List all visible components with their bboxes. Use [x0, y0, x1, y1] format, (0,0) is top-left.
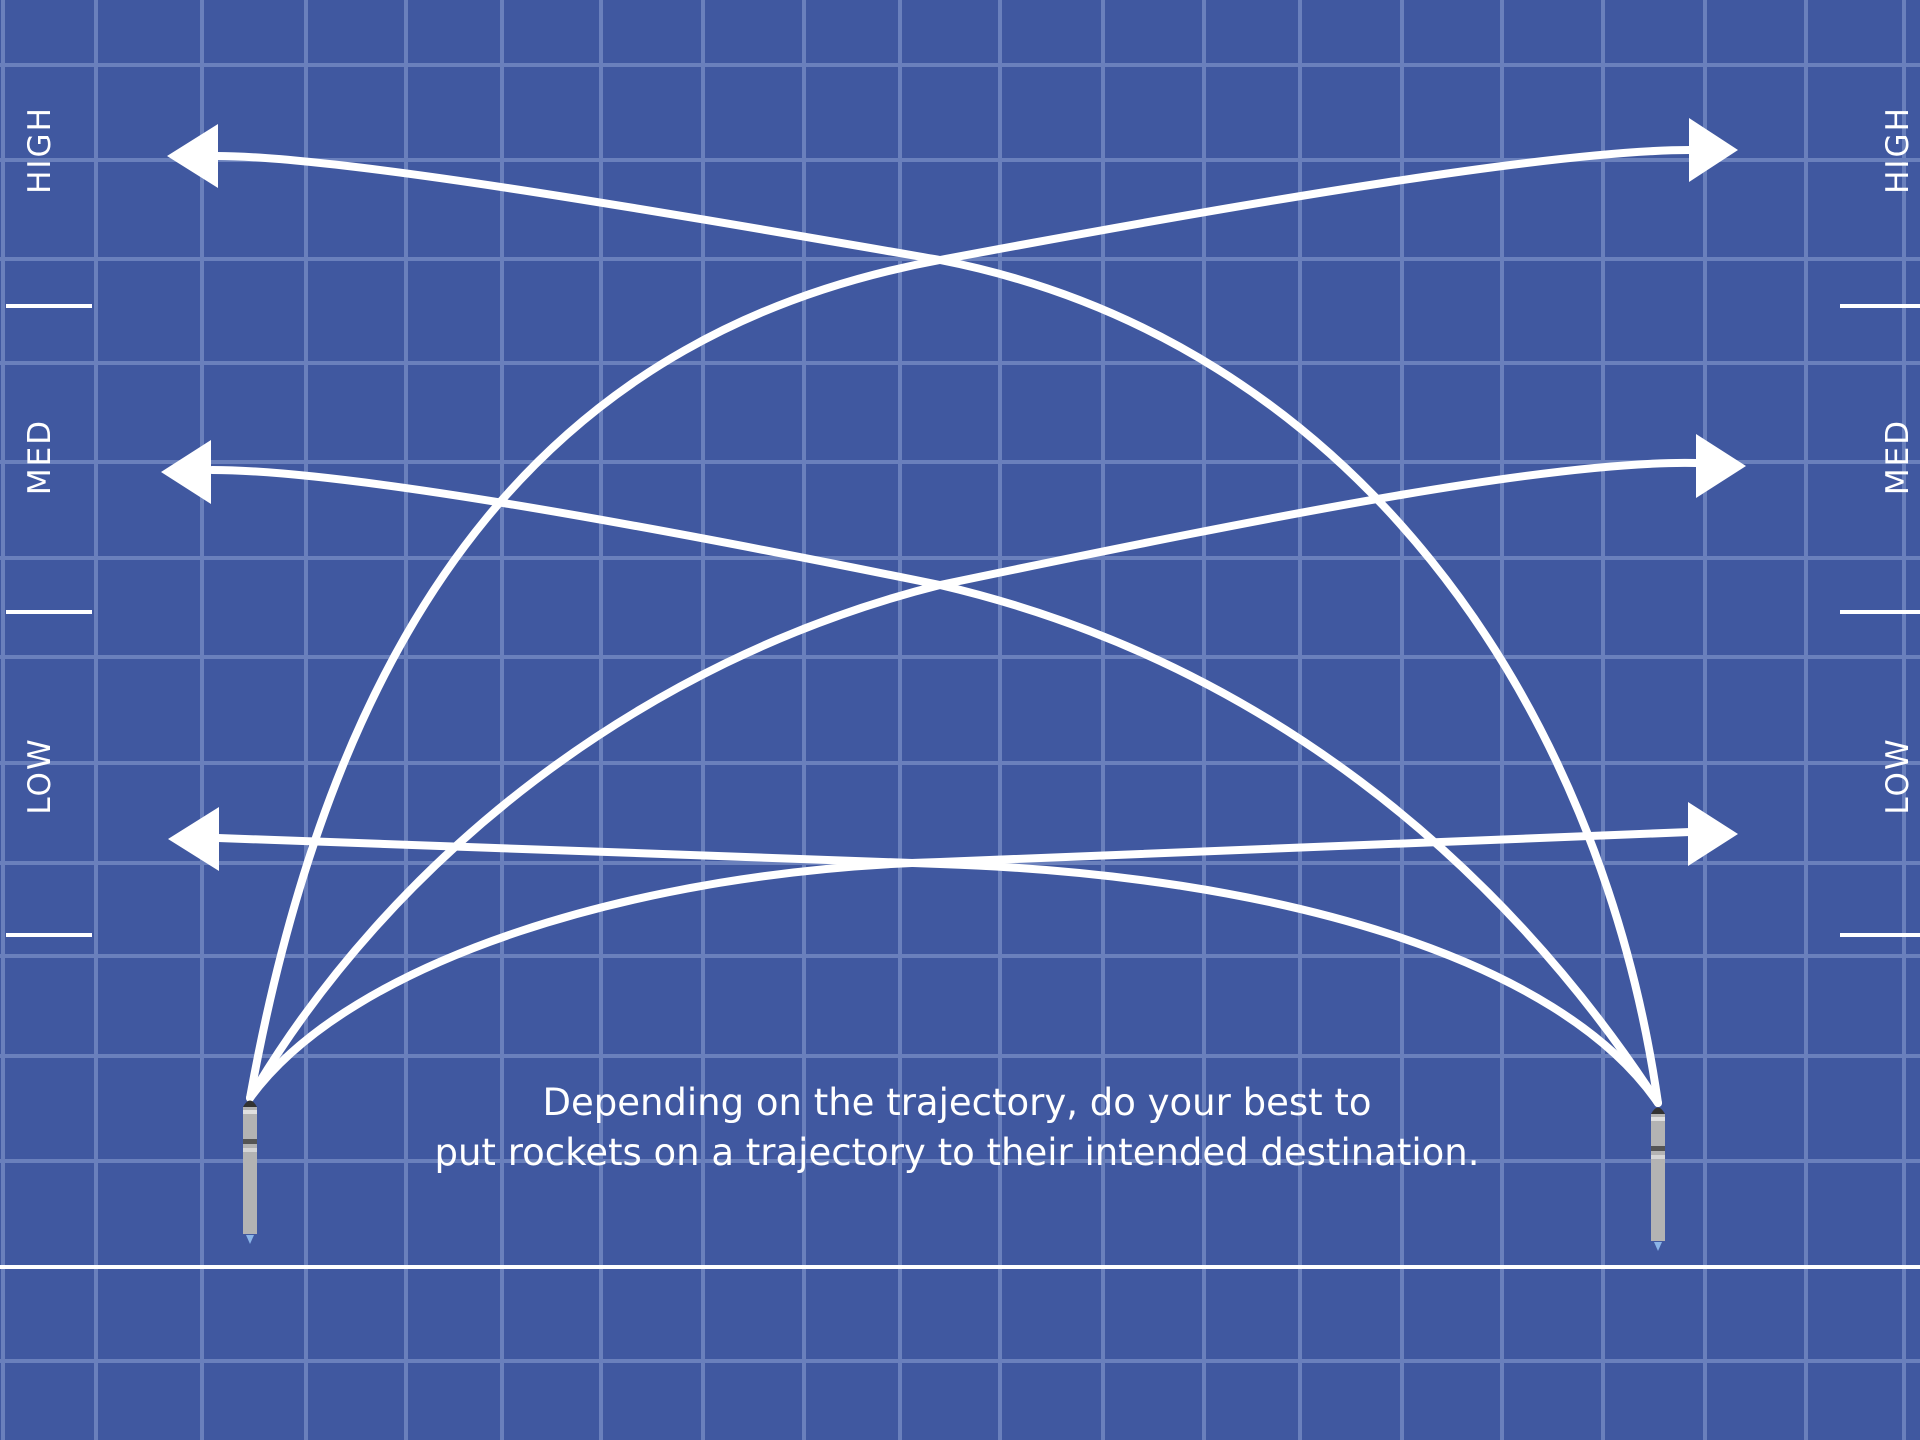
right-label-med: MED: [1880, 419, 1916, 495]
trajectory-right-to-med: [208, 466, 1662, 1107]
arrowhead-icon: [168, 807, 219, 871]
left-label-med: MED: [22, 419, 58, 495]
right-label-high: HIGH: [1880, 106, 1916, 194]
rocket-band: [243, 1139, 257, 1144]
arrowhead-icon: [167, 124, 218, 188]
left-label-low: LOW: [22, 737, 58, 814]
rocket-icon: [1651, 1107, 1665, 1251]
rocket-stripe: [1651, 1155, 1665, 1159]
arrowhead-icon: [1688, 802, 1738, 866]
rocket-body: [1651, 1114, 1665, 1241]
rocket-flame: [1654, 1242, 1662, 1251]
rocket-stripe: [1651, 1117, 1665, 1121]
trajectory-right-to-low: [214, 834, 1662, 1107]
rocket-stripe: [243, 1148, 257, 1152]
arrowhead-icon: [1696, 434, 1746, 498]
rocket-nose: [243, 1100, 257, 1107]
arrowhead-icon: [161, 440, 211, 504]
left-zone-ticks: [6, 304, 92, 937]
trajectory-left-to-med: [246, 458, 1700, 1102]
rocket-stripe: [243, 1110, 257, 1114]
left-label-high: HIGH: [22, 106, 58, 194]
rocket-icon: [243, 1100, 257, 1244]
right-label-low: LOW: [1880, 737, 1916, 814]
trajectory-left-to-high: [246, 146, 1694, 1102]
rocket-body: [243, 1107, 257, 1234]
right-zone-ticks: [1840, 304, 1920, 937]
right-rocket-trajectories: [161, 124, 1662, 1107]
arrowhead-icon: [1689, 118, 1738, 182]
caption-line-1: Depending on the trajectory, do your bes…: [542, 1081, 1371, 1124]
trajectory-right-to-high: [213, 152, 1662, 1107]
rocket-band: [1651, 1146, 1665, 1151]
caption-line-2: put rockets on a trajectory to their int…: [435, 1131, 1480, 1174]
rocket-flame: [246, 1235, 254, 1244]
rocket-nose: [1651, 1107, 1665, 1114]
